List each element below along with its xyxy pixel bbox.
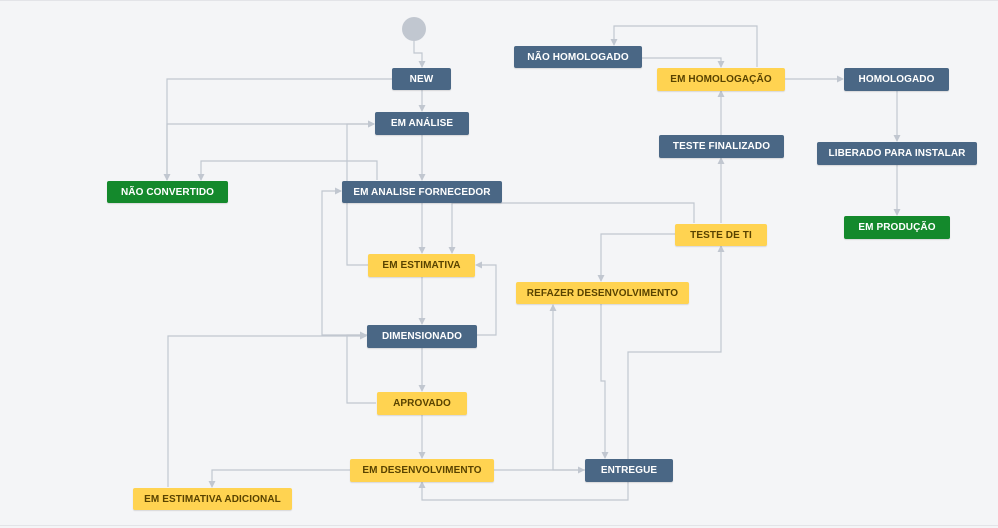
status-em-estimativa-adicional[interactable]: EM ESTIMATIVA ADICIONAL: [133, 488, 292, 510]
transition-em-homologacao-to-nao-homologado: [610, 25, 758, 67]
status-nao-homologado[interactable]: NÃO HOMOLOGADO: [514, 46, 642, 68]
status-new[interactable]: NEW: [392, 68, 451, 90]
status-homologado[interactable]: HOMOLOGADO: [844, 68, 949, 91]
status-em-analise[interactable]: EM ANÁLISE: [375, 112, 469, 135]
status-em-estimativa[interactable]: EM ESTIMATIVA: [368, 254, 475, 277]
status-nao-convertido[interactable]: NÃO CONVERTIDO: [107, 181, 228, 203]
transition-teste-de-ti-to-refazer: [597, 233, 675, 282]
status-em-analise-fornecedor[interactable]: EM ANALISE FORNECEDOR: [342, 181, 502, 203]
status-refazer-desenvolvimento[interactable]: REFAZER DESENVOLVIMENTO: [516, 282, 689, 304]
transition-dimensionado-to-em-estimativa: [475, 261, 497, 336]
transition-refazer-to-entregue: [600, 304, 609, 459]
status-teste-de-ti[interactable]: TESTE DE TI: [675, 224, 767, 246]
transition-em-analise-fornecedor-to-nao-convertido: [197, 160, 378, 181]
transition-dimensionado-to-em-analise-fornecedor: [321, 187, 367, 336]
transition-entregue-to-teste-de-ti: [627, 245, 725, 459]
transition-aprovado-to-dimensionado: [346, 331, 376, 404]
transition-entregue-to-refazer: [549, 304, 585, 471]
transition-teste-de-ti-to-em-estimativa: [448, 202, 695, 254]
status-aprovado[interactable]: APROVADO: [377, 392, 467, 415]
status-em-homologacao[interactable]: EM HOMOLOGAÇÃO: [657, 68, 785, 91]
transition-nao-convertido-to-em-analise: [166, 120, 375, 180]
transition-entregue-to-em-desenvolvimento: [418, 481, 629, 501]
status-em-producao[interactable]: EM PRODUÇÃO: [844, 216, 950, 239]
status-em-desenvolvimento[interactable]: EM DESENVOLVIMENTO: [350, 459, 494, 482]
transition-em-desenvolvimento-to-estimativa-adicional: [208, 469, 350, 488]
transition-start-to-new: [413, 41, 426, 68]
workflow-start-node[interactable]: [402, 17, 426, 41]
transition-estimativa-adicional-to-dimensionado: [167, 332, 367, 487]
status-dimensionado[interactable]: DIMENSIONADO: [367, 325, 477, 348]
status-liberado-para-instalar[interactable]: LIBERADO PARA INSTALAR: [817, 142, 977, 165]
status-entregue[interactable]: ENTREGUE: [585, 459, 673, 482]
status-teste-finalizado[interactable]: TESTE FINALIZADO: [659, 135, 784, 158]
canvas-bottom-border: [0, 525, 998, 526]
transition-nao-homologado-to-em-homologacao: [642, 57, 725, 68]
